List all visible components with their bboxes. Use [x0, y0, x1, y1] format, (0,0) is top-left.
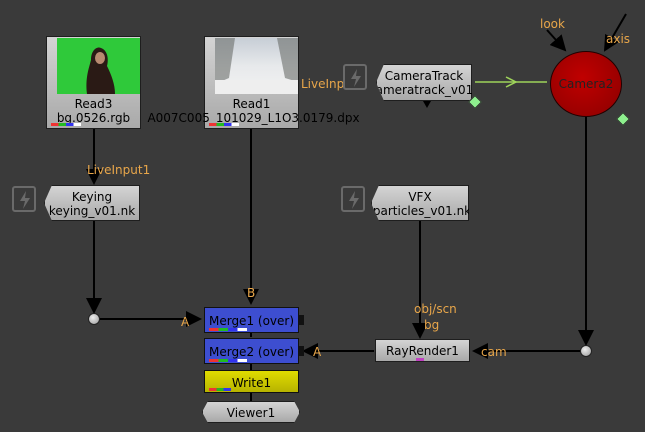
input-label-a-merge2: A	[313, 345, 322, 359]
write1-title: Write1	[231, 376, 272, 390]
write1-node[interactable]: Write1	[204, 370, 299, 393]
vfx-title: VFX	[408, 190, 432, 204]
vfx-node[interactable]: VFX particles_v01.nk	[371, 185, 469, 221]
merge2-mask-input[interactable]	[299, 346, 304, 356]
livegroup-bolt-icon-vfx	[341, 186, 365, 212]
read3-thumbnail	[57, 38, 140, 94]
liveinput-label-cameratrack: LiveInp	[301, 77, 345, 91]
input-label-obj-scn: obj/scn	[414, 302, 457, 316]
read3-title: Read3	[74, 97, 113, 111]
read1-thumbnail	[215, 38, 298, 94]
vfx-filename: particles_v01.nk	[372, 204, 472, 218]
read1-title: Read1	[232, 97, 271, 111]
dot-node-camera[interactable]	[580, 345, 592, 357]
dot-node-keying[interactable]	[88, 313, 100, 325]
rayrender1-node[interactable]: RayRender1	[375, 339, 470, 362]
merge1-channel-chips	[209, 328, 247, 331]
merge2-node[interactable]: Merge2 (over)	[204, 338, 304, 364]
input-label-a-merge1: A	[181, 315, 190, 329]
input-label-axis: axis	[606, 32, 631, 46]
cameratrack-title: CameraTrack	[384, 69, 464, 83]
merge1-node[interactable]: Merge1 (over)	[204, 307, 304, 333]
cameratrack-node[interactable]: CameraTrack cameratrack_v01.nk	[376, 64, 472, 101]
cameratrack-filename: cameratrack_v01.nk	[369, 83, 492, 97]
read1-filename: A007C005_101029_L1O3.0179.dpx	[147, 111, 360, 125]
merge1-mask-input[interactable]	[299, 315, 304, 325]
input-label-look: look	[540, 17, 565, 31]
keying-filename: keying_v01.nk	[48, 204, 136, 218]
viewer1-node[interactable]: Viewer1	[202, 401, 300, 423]
input-label-cam: cam	[481, 345, 507, 359]
merge2-title: Merge2 (over)	[208, 345, 295, 359]
merge1-title: Merge1 (over)	[208, 314, 295, 328]
input-label-bg: bg	[424, 318, 440, 332]
read1-node[interactable]: Read1 A007C005_101029_L1O3.0179.dpx	[147, 36, 360, 129]
read3-node[interactable]: Read3 bg.0526.rgb	[46, 36, 141, 129]
read1-channel-chips	[209, 123, 239, 126]
read3-channel-chips	[51, 123, 81, 126]
livegroup-bolt-icon-cameratrack	[343, 64, 367, 90]
camera2-title: Camera2	[558, 77, 614, 91]
read3-filename: bg.0526.rgb	[56, 111, 131, 125]
camera2-node[interactable]: Camera2	[550, 51, 622, 117]
liveinput-label-keying: LiveInput1	[87, 163, 151, 177]
input-label-b: B	[247, 286, 256, 300]
rayrender1-title: RayRender1	[386, 344, 459, 358]
keying-title: Keying	[71, 190, 113, 204]
livegroup-bolt-icon-keying	[12, 186, 36, 212]
write1-channel-chips	[209, 388, 231, 391]
merge2-channel-chips	[209, 359, 247, 362]
keying-node[interactable]: Keying keying_v01.nk	[44, 185, 140, 221]
viewer1-title: Viewer1	[226, 406, 276, 420]
rayrender1-channel-chip	[416, 358, 424, 361]
